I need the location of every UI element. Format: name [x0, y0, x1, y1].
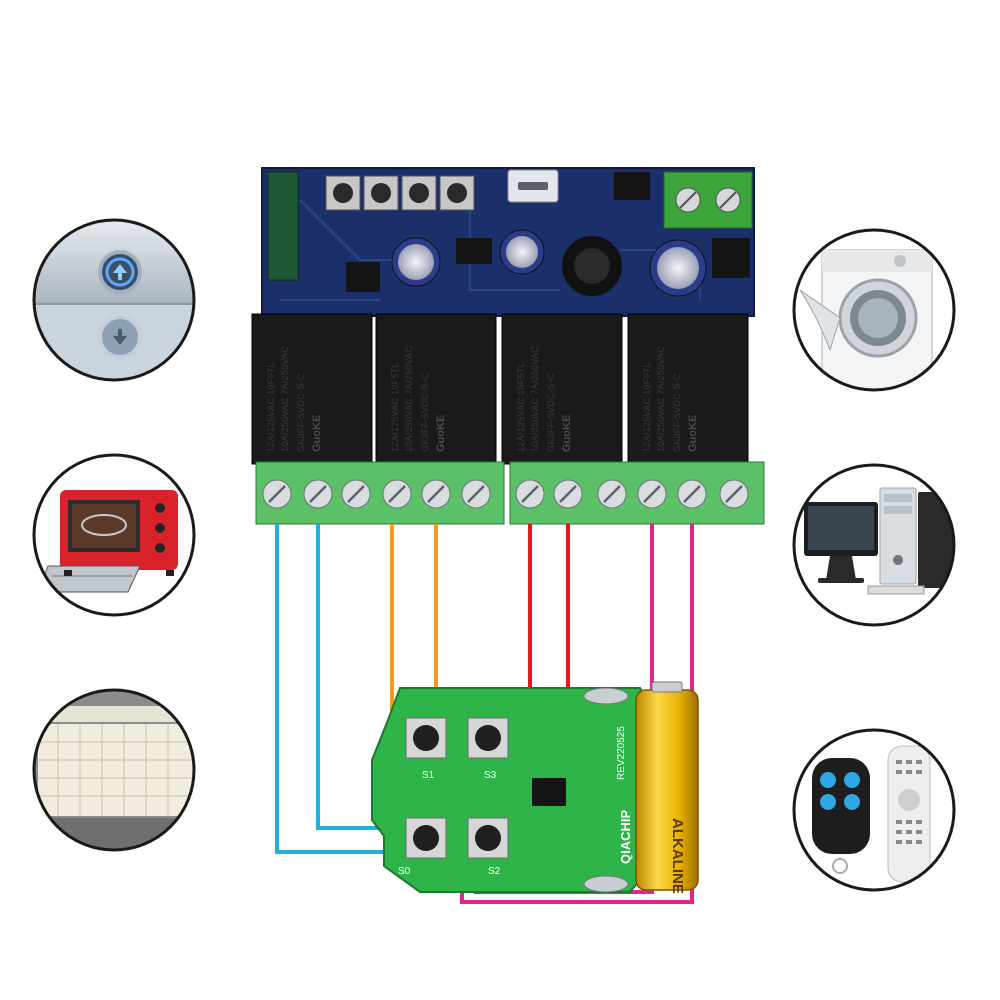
remote-controls-illustration	[792, 728, 956, 892]
relay-model: GK3FF-5VDC-S-C	[672, 373, 682, 452]
relay-terminal-blocks	[255, 461, 765, 525]
relay-4: GuoKE GK3FF-5VDC-S-C 10A/250VAC 7A/250VAC 1…	[627, 313, 749, 465]
relay-rating: 10A/250VAC 7A/250VAC	[656, 346, 666, 452]
button-label-s3: S3	[484, 770, 497, 781]
relay-rating: 10A/250VAC 7A/250VAC	[280, 346, 290, 452]
relay-model: GK3FF-5VDC-S-C	[420, 373, 430, 452]
relay-brand: GuoKE	[687, 415, 699, 452]
relay-model: GK3FF-5VDC-S-C	[546, 373, 556, 452]
relay-model: GK3FF-5VDC-S-C	[296, 373, 306, 452]
toaster-oven-illustration	[32, 453, 196, 617]
screw-slot	[683, 485, 701, 503]
relay-body	[501, 313, 623, 465]
relay-2: GuoKE GK3FF-5VDC-S-C 10A/250VAC 7A/250VAC 1…	[375, 313, 497, 465]
relay-rating: 12A/125VAC 19F5TL	[516, 362, 526, 452]
board-model: REV220525	[616, 726, 627, 780]
screw-slot	[309, 485, 327, 503]
button-label-s2: S2	[488, 866, 501, 877]
battery-label: ALKALINE	[669, 818, 686, 894]
screw-slot	[388, 485, 406, 503]
remote-buttons: S1 S3 S0 S2	[398, 717, 509, 877]
relay-1: GuoKE GK3FF-5VDC-S-C 10A/250VAC 7A/250VAC 1…	[251, 313, 373, 465]
remote-board: S1 S3 S0 S2 REV220525 QIACHIP ALKALINE	[371, 681, 699, 894]
board-brand: QIACHIP	[618, 810, 633, 865]
relay-body	[251, 313, 373, 465]
relay-brand: GuoKE	[435, 415, 447, 452]
screw-slot	[427, 485, 445, 503]
encoder-chip	[532, 778, 566, 806]
screw-slot	[603, 485, 621, 503]
relay-3: GuoKE GK3FF-5VDC-S-C 10A/250VAC 7A/250VAC 1…	[501, 313, 623, 465]
elevator-buttons-illustration	[32, 218, 196, 382]
button-label-s1: S1	[422, 770, 435, 781]
relay-brand: GuoKE	[561, 415, 573, 452]
battery: ALKALINE	[635, 681, 699, 894]
screw-slot	[268, 485, 286, 503]
button-label-s0: S0	[398, 866, 411, 877]
washing-machine-illustration	[792, 228, 956, 392]
screw-slot	[467, 485, 485, 503]
relay-brand: GuoKE	[311, 415, 323, 452]
screw-slot	[643, 485, 661, 503]
relay-body	[627, 313, 749, 465]
garage-door-illustration	[32, 688, 196, 852]
screw-slot	[347, 485, 365, 503]
wire-blue-2	[316, 524, 400, 830]
rf-module	[267, 171, 299, 281]
relay-board	[261, 167, 755, 317]
wire-blue-1	[275, 524, 400, 854]
relay-rating: 10A/250VAC 7A/250VAC	[530, 346, 540, 452]
screw-slot	[725, 485, 743, 503]
relay-rating: 12A/125VAC 19F5TL	[266, 362, 276, 452]
relay-rating: 12A/125VAC 19F5TL	[390, 362, 400, 452]
relays: GuoKE GK3FF-5VDC-S-C 10A/250VAC 7A/250VAC 1…	[251, 313, 749, 465]
board-buttons	[325, 175, 475, 211]
screw-slot	[521, 485, 539, 503]
relay-rating: 12A/125VAC 19F5TL	[642, 362, 652, 452]
desktop-computer-illustration	[792, 463, 956, 627]
relay-rating: 10A/250VAC 7A/250VAC	[404, 346, 414, 452]
screw-slot	[559, 485, 577, 503]
